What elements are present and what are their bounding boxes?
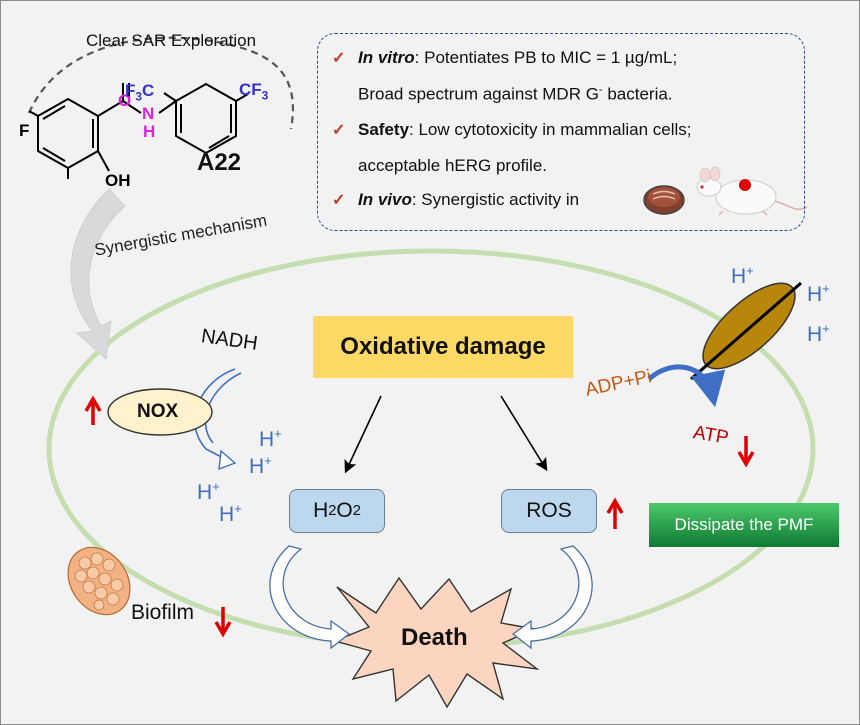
proton-label: H+ [259, 426, 282, 451]
h2o2-to-death-arrow [269, 545, 351, 650]
biofilm-down-arrow [214, 607, 232, 638]
arrow-to-ros [500, 395, 548, 472]
arrow-to-h2o2 [344, 395, 382, 474]
dissipate-pmf-box: Dissipate the PMF [649, 503, 839, 547]
nox-up-arrow [84, 395, 102, 425]
benzene-ring-right [175, 82, 237, 155]
cf3-left-label: F3C [125, 81, 155, 104]
adp-to-atp-arrow [647, 364, 726, 408]
sar-dashed-arc [27, 36, 294, 130]
proton-label: H+ [219, 501, 242, 526]
cf3-right-label: CF3 [239, 80, 269, 103]
mouse-icon [696, 166, 808, 216]
spectrum-line: Broad spectrum against MDR G- bacteria. [358, 84, 673, 104]
check-icon: ✓ [332, 192, 346, 209]
sar-title: Clear SAR Exploration [86, 31, 257, 50]
nox-enzyme [107, 388, 213, 436]
biofilm-label: Biofilm [131, 601, 195, 624]
ros-to-death-arrow [511, 545, 593, 650]
compound-name: A22 [197, 149, 242, 176]
check-icon: ✓ [332, 122, 346, 139]
proton-label: H+ [807, 281, 830, 306]
biofilm-cluster [67, 546, 131, 616]
carbonyl-oxygen-label: O [118, 91, 132, 110]
death-burst [332, 576, 540, 709]
herg-line: acceptable hERG profile. [358, 156, 547, 175]
in-vitro-line: In vitro: Potentiates PB to MIC = 1 µg/m… [358, 48, 678, 67]
proton-channel-line [690, 281, 802, 381]
proton-label: H+ [249, 453, 272, 478]
molecule-structure [28, 82, 249, 179]
benzene-ring-left [37, 97, 99, 170]
amide-hydrogen-label: H [143, 122, 156, 141]
death-label: Death [401, 624, 468, 651]
hydroxyl-label: OH [105, 171, 131, 190]
amide-nitrogen-label: N [142, 104, 155, 123]
synergistic-arrow-body [70, 188, 126, 361]
safety-line: Safety: Low cytotoxicity in mammalian ce… [358, 120, 692, 139]
proton-label: H+ [731, 263, 754, 288]
atp-down-arrow [737, 436, 755, 468]
in-vivo-line: In vivo: Synergistic activity in [358, 190, 580, 209]
nox-label: NOX [137, 401, 179, 422]
fluorine-label: F [19, 121, 30, 140]
proton-label: H+ [197, 479, 220, 504]
ros-up-arrow [606, 497, 624, 529]
activity-summary-box: ✓ In vitro: Potentiates PB to MIC = 1 µg… [317, 33, 805, 231]
proton-label: H+ [807, 321, 830, 346]
ros-box: ROS [501, 489, 597, 533]
oxidative-damage-box: Oxidative damage [313, 316, 573, 378]
petri-dish-icon [643, 185, 685, 215]
check-icon: ✓ [332, 50, 346, 67]
bacterial-cell-outline [46, 248, 816, 650]
